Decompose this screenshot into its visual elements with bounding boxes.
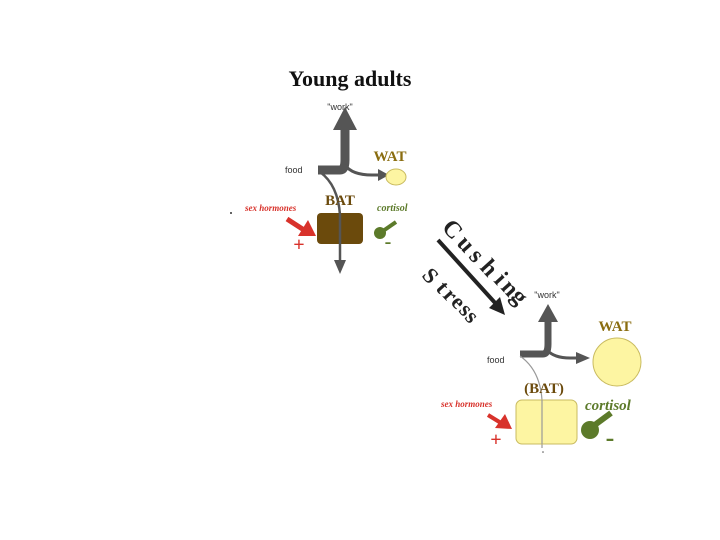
young-plus-sign: +	[293, 234, 304, 256]
young-work-arrow	[318, 126, 350, 175]
older-work-arrow	[520, 318, 552, 358]
older-wat-arrowhead	[576, 352, 590, 364]
young-wat-label: WAT	[373, 149, 406, 165]
transition-arrow-shaft	[436, 238, 499, 307]
young-sex-hormones-arrowhead	[298, 220, 316, 236]
older-sex-hormones-arrow	[486, 413, 503, 425]
young-food-label: food	[285, 165, 303, 175]
older-food-label: food	[487, 355, 505, 365]
young-wat-circle	[385, 168, 407, 186]
transition-arrow-group: C u s h i n g S t r e s s	[417, 215, 533, 328]
young-cortisol-label: cortisol	[377, 203, 408, 214]
older-wat-arrow	[545, 348, 578, 360]
older-work-arrowhead	[538, 304, 558, 322]
older-wat-label: WAT	[598, 319, 631, 335]
older-plus-sign: +	[490, 429, 501, 451]
young-sex-hormones-label: sex hormones	[244, 203, 297, 213]
older-sex-hormones-label: sex hormones	[440, 399, 493, 409]
young-wat-arrow	[343, 164, 380, 177]
young-wat-arrowhead	[378, 169, 389, 181]
older-sex-hormones-arrowhead	[495, 414, 512, 429]
young-work-label: "work"	[327, 102, 352, 112]
older-cortisol-head	[581, 421, 599, 439]
young-minus-sign: -	[385, 231, 392, 253]
older-minus-sign: -	[606, 423, 615, 452]
stray-dot	[230, 212, 232, 214]
older-cortisol-label: cortisol	[585, 398, 632, 414]
young-panel: "work" food WAT BAT sex hormones + corti…	[244, 102, 408, 274]
page-title: Young adults	[289, 66, 412, 91]
older-wat-circle	[592, 337, 642, 387]
young-bat-label: BAT	[325, 193, 355, 209]
older-bat-label: (BAT)	[524, 381, 564, 397]
young-cortisol-head	[374, 227, 386, 239]
older-bat-box	[515, 399, 578, 445]
older-panel: "work" food WAT (BAT) sex hormones + cor…	[440, 290, 642, 453]
young-work-arrowhead	[333, 107, 357, 130]
young-sex-hormones-arrow	[285, 216, 306, 233]
older-bat-tail-dot	[542, 451, 544, 453]
transition-arrowhead	[489, 297, 505, 315]
young-cortisol-inhibitor	[381, 220, 398, 233]
older-work-label: "work"	[534, 290, 559, 300]
stress-label: S t r e s s	[417, 263, 485, 328]
young-bat-arrowhead	[334, 260, 346, 274]
